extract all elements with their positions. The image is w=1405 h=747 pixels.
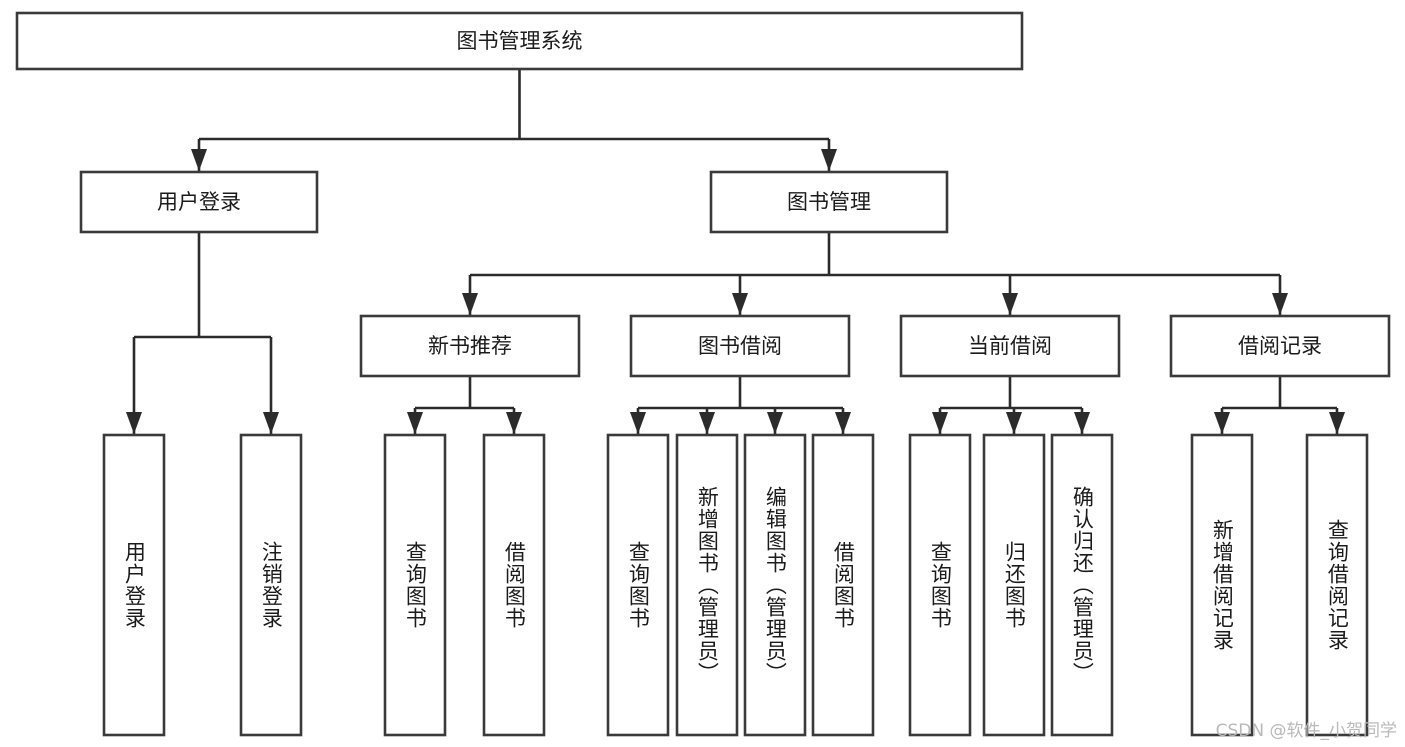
node-leaf-borrow-book-1[interactable]	[482, 433, 546, 737]
node-root[interactable]	[15, 11, 1024, 71]
node-leaf-add-record[interactable]	[1190, 433, 1254, 737]
arrow-head	[462, 293, 478, 315]
arrow-head	[506, 412, 522, 434]
node-new-book-recommend-label: 新书推荐	[428, 334, 512, 358]
arrow-head	[1272, 293, 1288, 315]
arrow-head	[630, 412, 646, 434]
node-leaf-user-login[interactable]	[102, 433, 166, 737]
node-leaf-confirm-return[interactable]	[1050, 433, 1114, 737]
boxes-layer	[15, 11, 1391, 737]
node-leaf-query-book-2[interactable]	[606, 433, 670, 737]
node-leaf-query-book-3[interactable]	[908, 433, 972, 737]
node-user-login-label: 用户登录	[157, 190, 241, 214]
node-root-label: 图书管理系统	[457, 29, 583, 53]
arrow-head	[126, 412, 142, 434]
node-borrow-record-label: 借阅记录	[1238, 334, 1322, 358]
arrow-head	[767, 412, 783, 434]
node-current-borrow[interactable]	[899, 314, 1121, 378]
node-user-login[interactable]	[79, 170, 319, 234]
node-leaf-edit-book[interactable]	[743, 433, 807, 737]
node-borrow-record[interactable]	[1169, 314, 1391, 378]
arrow-head	[1214, 412, 1230, 434]
arrow-head	[835, 412, 851, 434]
node-book-borrow-label: 图书借阅	[698, 334, 782, 358]
node-current-borrow-label: 当前借阅	[968, 334, 1052, 358]
node-leaf-query-book-1[interactable]	[383, 433, 447, 737]
node-book-borrow[interactable]	[629, 314, 851, 378]
arrow-head	[932, 412, 948, 434]
arrow-head	[821, 149, 837, 171]
arrow-head	[1006, 412, 1022, 434]
node-leaf-return-book[interactable]	[982, 433, 1046, 737]
arrow-head	[407, 412, 423, 434]
node-book-manage-label: 图书管理	[787, 190, 871, 214]
arrow-head	[732, 293, 748, 315]
arrow-head	[699, 412, 715, 434]
connectors-layer	[126, 69, 1345, 434]
arrow-head	[1002, 293, 1018, 315]
arrow-head	[1074, 412, 1090, 434]
node-leaf-borrow-book-2[interactable]	[811, 433, 875, 737]
csdn-watermark: CSDN @软件_小贺同学	[1215, 721, 1397, 741]
node-book-manage[interactable]	[709, 170, 949, 234]
arrow-head	[191, 149, 207, 171]
node-new-book-recommend[interactable]	[359, 314, 581, 378]
node-leaf-logout[interactable]	[239, 433, 303, 737]
node-leaf-query-record[interactable]	[1305, 433, 1369, 737]
arrow-head	[1329, 412, 1345, 434]
arrow-head	[263, 412, 279, 434]
node-leaf-add-book[interactable]	[675, 433, 739, 737]
